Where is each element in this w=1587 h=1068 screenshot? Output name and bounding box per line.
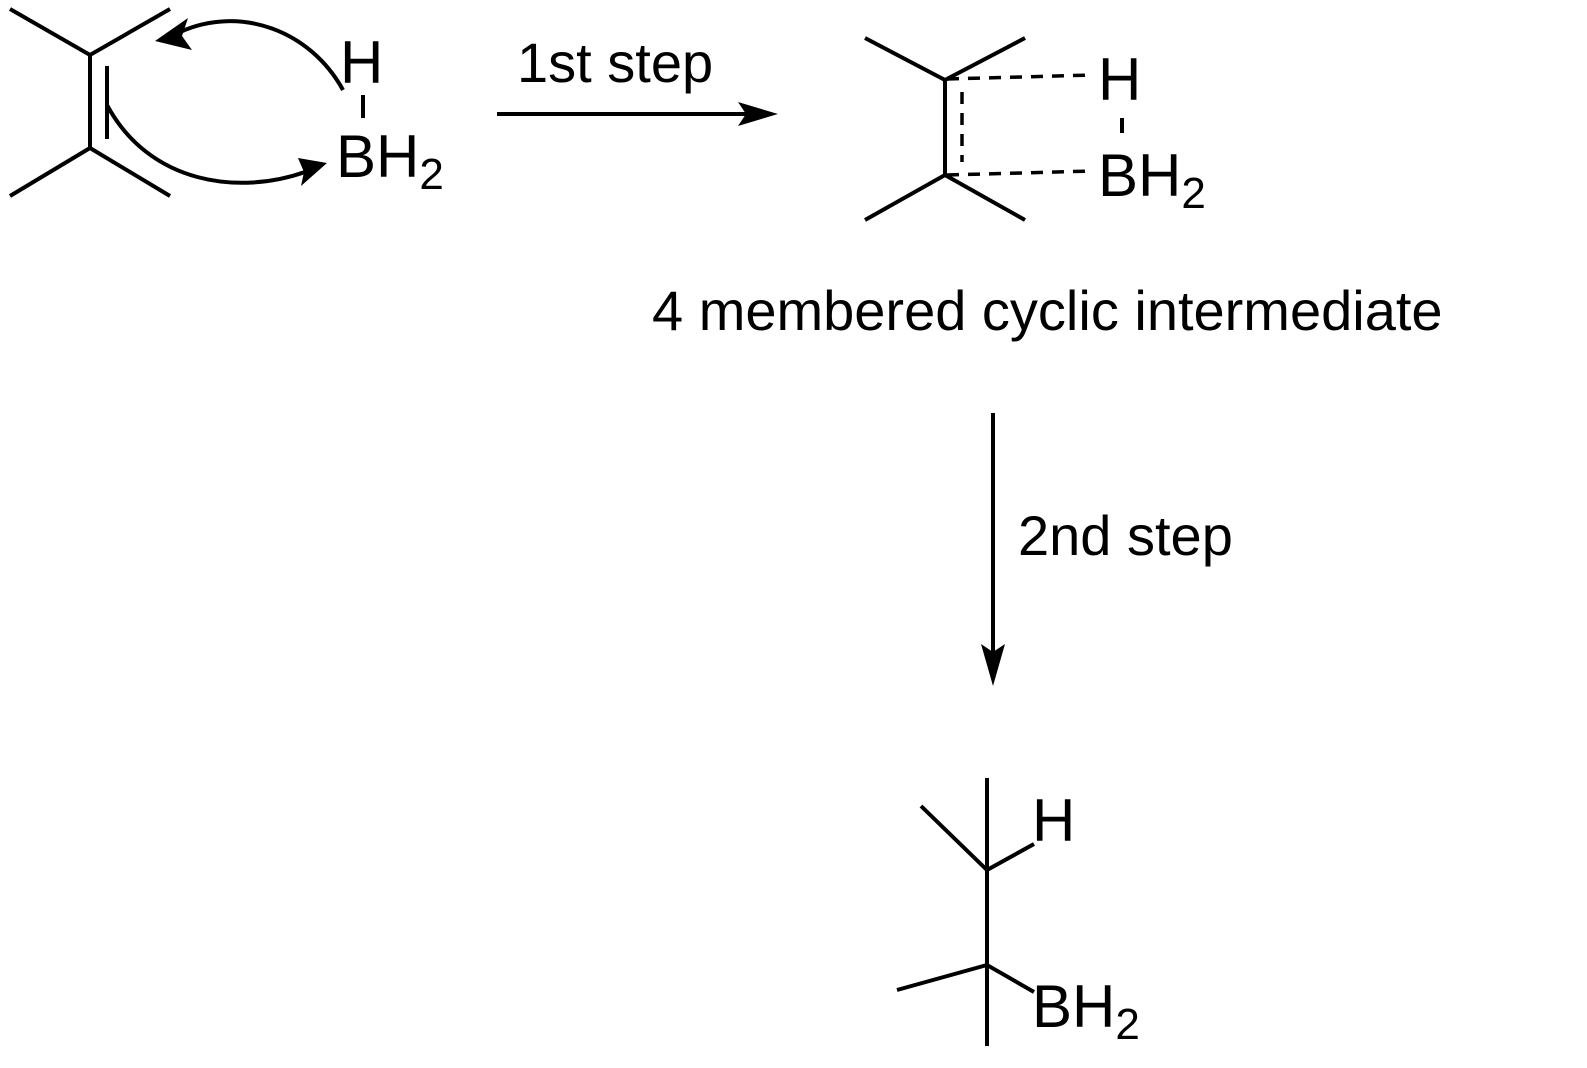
- intermediate-h-atom: H: [1098, 46, 1141, 113]
- intermediate-b-atom: BH2: [1098, 142, 1206, 218]
- curved-arrow-pi-to-boron: [105, 104, 327, 186]
- intermediate-structure: H BH2: [864, 36, 1206, 222]
- reactant-alkene: [8, 7, 172, 198]
- product-h-atom: H: [1032, 787, 1075, 854]
- step2-arrow: 2nd step: [981, 413, 1233, 686]
- intermediate-caption: 4 membered cyclic intermediate: [652, 279, 1443, 342]
- step1-label: 1st step: [517, 31, 713, 94]
- product-b-atom: BH2: [1032, 973, 1140, 1049]
- reactant-b-atom: BH2: [336, 123, 444, 199]
- product-structure: H BH2: [896, 778, 1140, 1049]
- reactant-h-atom: H: [340, 29, 383, 96]
- step1-arrow: 1st step: [497, 31, 778, 126]
- curved-arrow-h-to-alkene: [155, 18, 345, 91]
- reactant-borane: H BH2: [336, 29, 444, 199]
- step2-label: 2nd step: [1018, 504, 1233, 567]
